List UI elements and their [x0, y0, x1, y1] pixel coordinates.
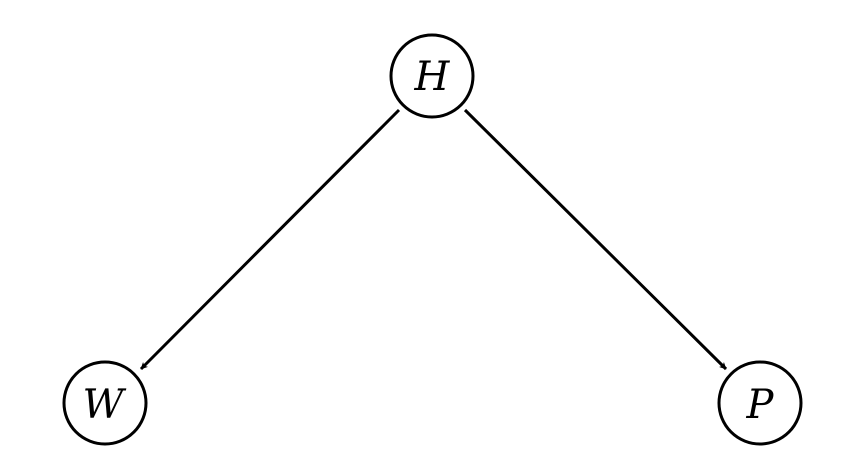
node-w: W: [62, 360, 148, 446]
edge-h-to-p: [463, 108, 728, 371]
edge-h-to-w: [139, 108, 401, 371]
node-p-circle: [717, 360, 803, 446]
node-h-circle: [389, 33, 475, 119]
node-h: H: [389, 33, 475, 119]
node-w-circle: [62, 360, 148, 446]
node-p-label: P: [746, 382, 775, 428]
node-h-label: H: [414, 54, 451, 100]
node-w-label: W: [82, 382, 126, 428]
node-p: P: [717, 360, 803, 446]
